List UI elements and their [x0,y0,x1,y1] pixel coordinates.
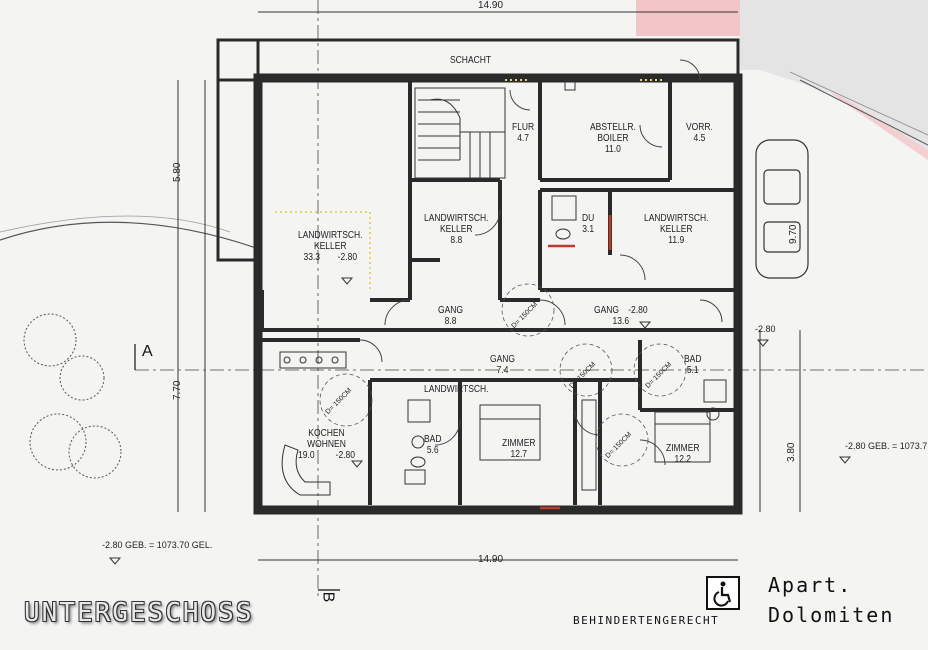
schacht-left [216,38,260,262]
floor-title: Untergeschoss [24,598,254,628]
section-b-label: B [319,591,337,603]
turning-circles [319,283,687,467]
yellow-dots [275,79,665,290]
outer-wall [253,73,743,515]
grey-hatch [740,0,928,150]
furniture [279,79,727,496]
interior-walls [260,82,738,505]
level-right-ground: -2.80 GEB. = 1073.7 [845,441,928,451]
brand-line-1: Apart. [768,573,853,597]
room-schacht: SCHACHT [450,55,492,66]
dim-left-lower: 7.70 [172,380,183,400]
road-line-2 [789,71,928,136]
road-line [799,79,928,146]
car [755,139,809,279]
level-markers [108,277,852,565]
room-vorr: VORR.4.5 [686,122,713,144]
wheelchair-icon [706,576,740,610]
brand-name: Apart. Dolomiten [768,570,894,630]
terrain-line [0,221,263,251]
level-left-ground: -2.80 GEB. = 1073.70 GEL. [102,540,213,550]
dim-car: 9.70 [788,224,799,244]
red-accents [540,215,612,510]
neighbour-plot [636,0,752,36]
trees [23,313,122,479]
accessibility-note: Behindertengerecht [573,614,720,627]
door-swings [359,59,723,466]
section-a-label: A [142,343,153,360]
dim-top-width: 14.90 [478,0,504,11]
dim-bottom-width: 14.90 [478,554,504,565]
room-landwirtsch-balcony: LANDWIRTSCH. [424,384,489,395]
dim-right-lower: 3.80 [786,442,797,462]
terrain-line-2 [0,215,231,233]
staircase [414,87,506,179]
brand-line-2: Dolomiten [768,603,895,627]
level-right-outside: -2.80 [755,324,776,334]
dim-left-upper: 5.80 [172,162,183,182]
